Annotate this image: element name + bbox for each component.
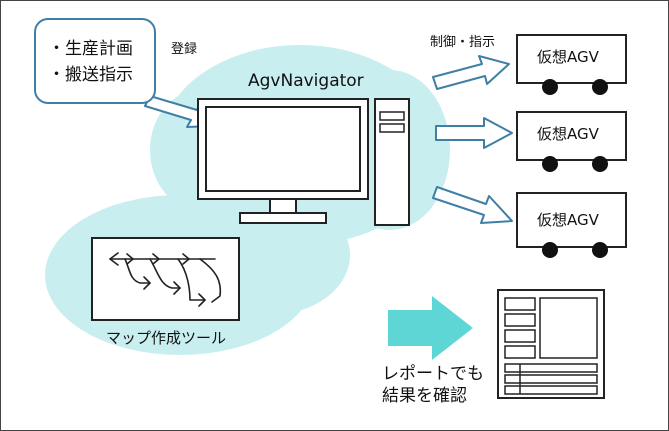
app-name-label: AgvNavigator (248, 71, 364, 91)
agv-vehicle-1 (516, 34, 627, 95)
pc-tower-icon (374, 98, 410, 226)
register-label: 登録 (171, 42, 198, 57)
control-arrow-3 (432, 186, 513, 224)
agv-label-2: 仮想AGV (537, 125, 599, 143)
report-caption-line2: 結果を確認 (382, 386, 467, 406)
control-label: 制御・指示 (430, 35, 496, 50)
report-document-icon (497, 289, 605, 399)
route-map-icon (109, 252, 222, 307)
agv-label-1: 仮想AGV (537, 48, 599, 66)
request-line-production: ・生産計画 (48, 39, 133, 59)
report-caption: レポートでも 結果を確認 (382, 363, 484, 407)
request-line-transport: ・搬送指示 (48, 65, 133, 85)
agv-vehicle-3 (516, 192, 627, 258)
map-tool-label: マップ作成ツール (106, 329, 227, 347)
monitor-icon (197, 98, 369, 224)
map-tool-window (91, 237, 240, 321)
agv-vehicle-2 (516, 111, 627, 172)
agv-label-3: 仮想AGV (537, 211, 599, 229)
request-note-box: ・生産計画 ・搬送指示 (34, 18, 156, 104)
report-arrow (388, 296, 473, 360)
report-caption-line1: レポートでも (382, 364, 484, 384)
control-arrow-2 (435, 117, 513, 149)
control-arrow-1 (432, 55, 510, 90)
